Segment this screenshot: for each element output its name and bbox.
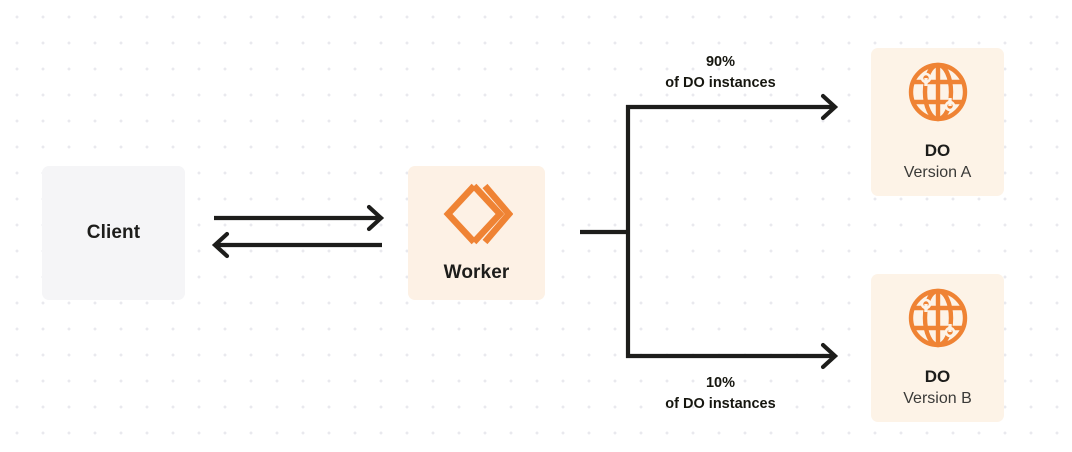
node-client: Client bbox=[42, 166, 185, 300]
flow-label-bottom: 10% of DO instances bbox=[618, 373, 823, 415]
flow-bottom-description: of DO instances bbox=[665, 396, 776, 413]
node-client-label: Client bbox=[86, 222, 141, 244]
globe-icon bbox=[907, 287, 969, 349]
node-do-version-b: DO Version B bbox=[871, 274, 1004, 422]
node-worker-label: Worker bbox=[443, 262, 510, 284]
node-do-a-label: DO bbox=[924, 140, 951, 160]
flow-bottom-percent: 10% bbox=[705, 375, 736, 391]
arrow-branch-to-do-b bbox=[626, 342, 839, 370]
node-do-version-a: DO Version A bbox=[871, 48, 1004, 196]
arrow-branch-to-do-a bbox=[626, 93, 839, 121]
node-do-a-sublabel: Version A bbox=[903, 163, 972, 181]
arrow-worker-to-client bbox=[211, 231, 382, 259]
node-do-b-label: DO bbox=[924, 366, 951, 386]
node-worker: Worker bbox=[408, 166, 545, 300]
flow-label-top: 90% of DO instances bbox=[618, 52, 823, 94]
globe-icon bbox=[907, 61, 969, 123]
arrow-client-to-worker bbox=[214, 204, 385, 232]
cloudflare-workers-icon bbox=[441, 182, 513, 246]
branch-trunk bbox=[580, 105, 631, 358]
flow-top-percent: 90% bbox=[705, 54, 736, 70]
node-do-b-sublabel: Version B bbox=[903, 389, 972, 407]
flow-top-description: of DO instances bbox=[665, 75, 776, 92]
